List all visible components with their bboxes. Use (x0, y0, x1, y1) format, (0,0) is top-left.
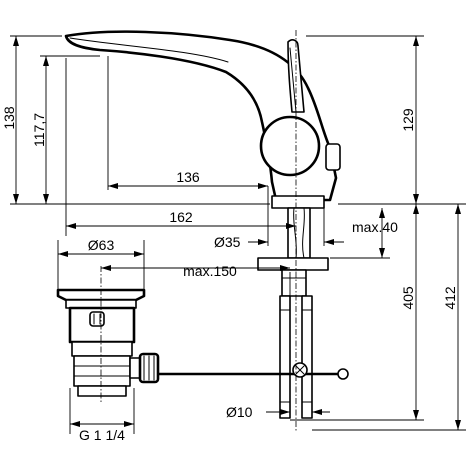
fixing-nut (281, 269, 307, 297)
label-diameter-63: Ø63 (88, 237, 115, 253)
label-162: 162 (169, 209, 193, 225)
label-117-7: 117,7 (31, 113, 47, 147)
label-405: 405 (400, 286, 416, 310)
hose-right (301, 295, 313, 419)
spout-outline (64, 30, 338, 202)
dimension-lines (13, 36, 461, 430)
dimension-labels: 138 117,7 129 136 162 Ø35 max.40 Ø63 max… (1, 106, 458, 443)
center-lines (100, 30, 297, 432)
label-129: 129 (400, 108, 416, 132)
label-max-40: max.40 (352, 219, 398, 235)
label-diameter-35: Ø35 (214, 234, 241, 250)
overflow-slot (89, 311, 105, 327)
cartridge-circle (259, 115, 321, 177)
label-136: 136 (176, 169, 200, 185)
rear-boss (325, 143, 341, 171)
waste-valve (56, 288, 160, 397)
hose-left (279, 295, 291, 419)
label-diameter-10: Ø10 (226, 404, 253, 420)
label-412: 412 (442, 286, 458, 310)
label-max-150: max.150 (183, 263, 237, 279)
underdeck-parts (148, 207, 349, 419)
lever-handle (287, 39, 305, 113)
label-waste-thread: G 1 1/4 (79, 427, 125, 443)
label-138: 138 (1, 106, 17, 130)
faucet-base (271, 195, 325, 209)
extension-lines (10, 35, 466, 434)
faucet-body (64, 30, 341, 209)
